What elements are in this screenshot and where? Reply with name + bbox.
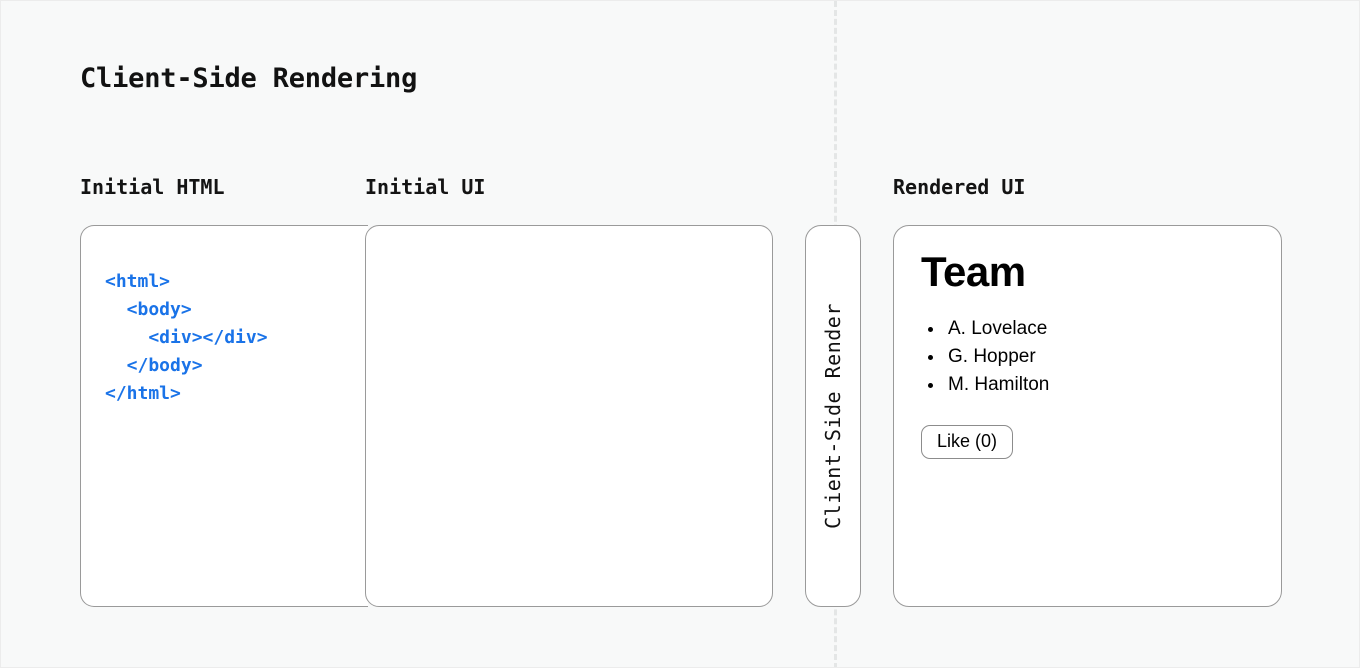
like-button[interactable]: Like (0) <box>921 425 1014 459</box>
render-step-label: Client-Side Render <box>821 303 845 529</box>
page-title: Client-Side Rendering <box>80 63 418 94</box>
initial-ui-panel <box>365 225 773 607</box>
list-item: M. Hamilton <box>921 371 1261 399</box>
client-side-render-step: Client-Side Render <box>805 225 861 607</box>
list-item: A. Lovelace <box>921 315 1261 343</box>
column-label-initial-ui: Initial UI <box>365 175 486 199</box>
rendered-ui-panel: Team A. Lovelace G. Hopper M. Hamilton L… <box>893 225 1282 607</box>
list-item: G. Hopper <box>921 343 1261 371</box>
column-label-rendered-ui: Rendered UI <box>893 175 1026 199</box>
initial-html-panel: <html> <body> <div></div> </body> </html… <box>80 225 368 607</box>
team-member-list: A. Lovelace G. Hopper M. Hamilton <box>921 315 1261 399</box>
team-heading: Team <box>921 248 1026 295</box>
column-label-initial-html: Initial HTML <box>80 175 225 199</box>
rendered-ui-content: Team A. Lovelace G. Hopper M. Hamilton L… <box>921 251 1261 459</box>
render-step-label-wrap: Client-Side Render <box>806 226 860 606</box>
html-code-block: <html> <body> <div></div> </body> </html… <box>105 271 268 404</box>
